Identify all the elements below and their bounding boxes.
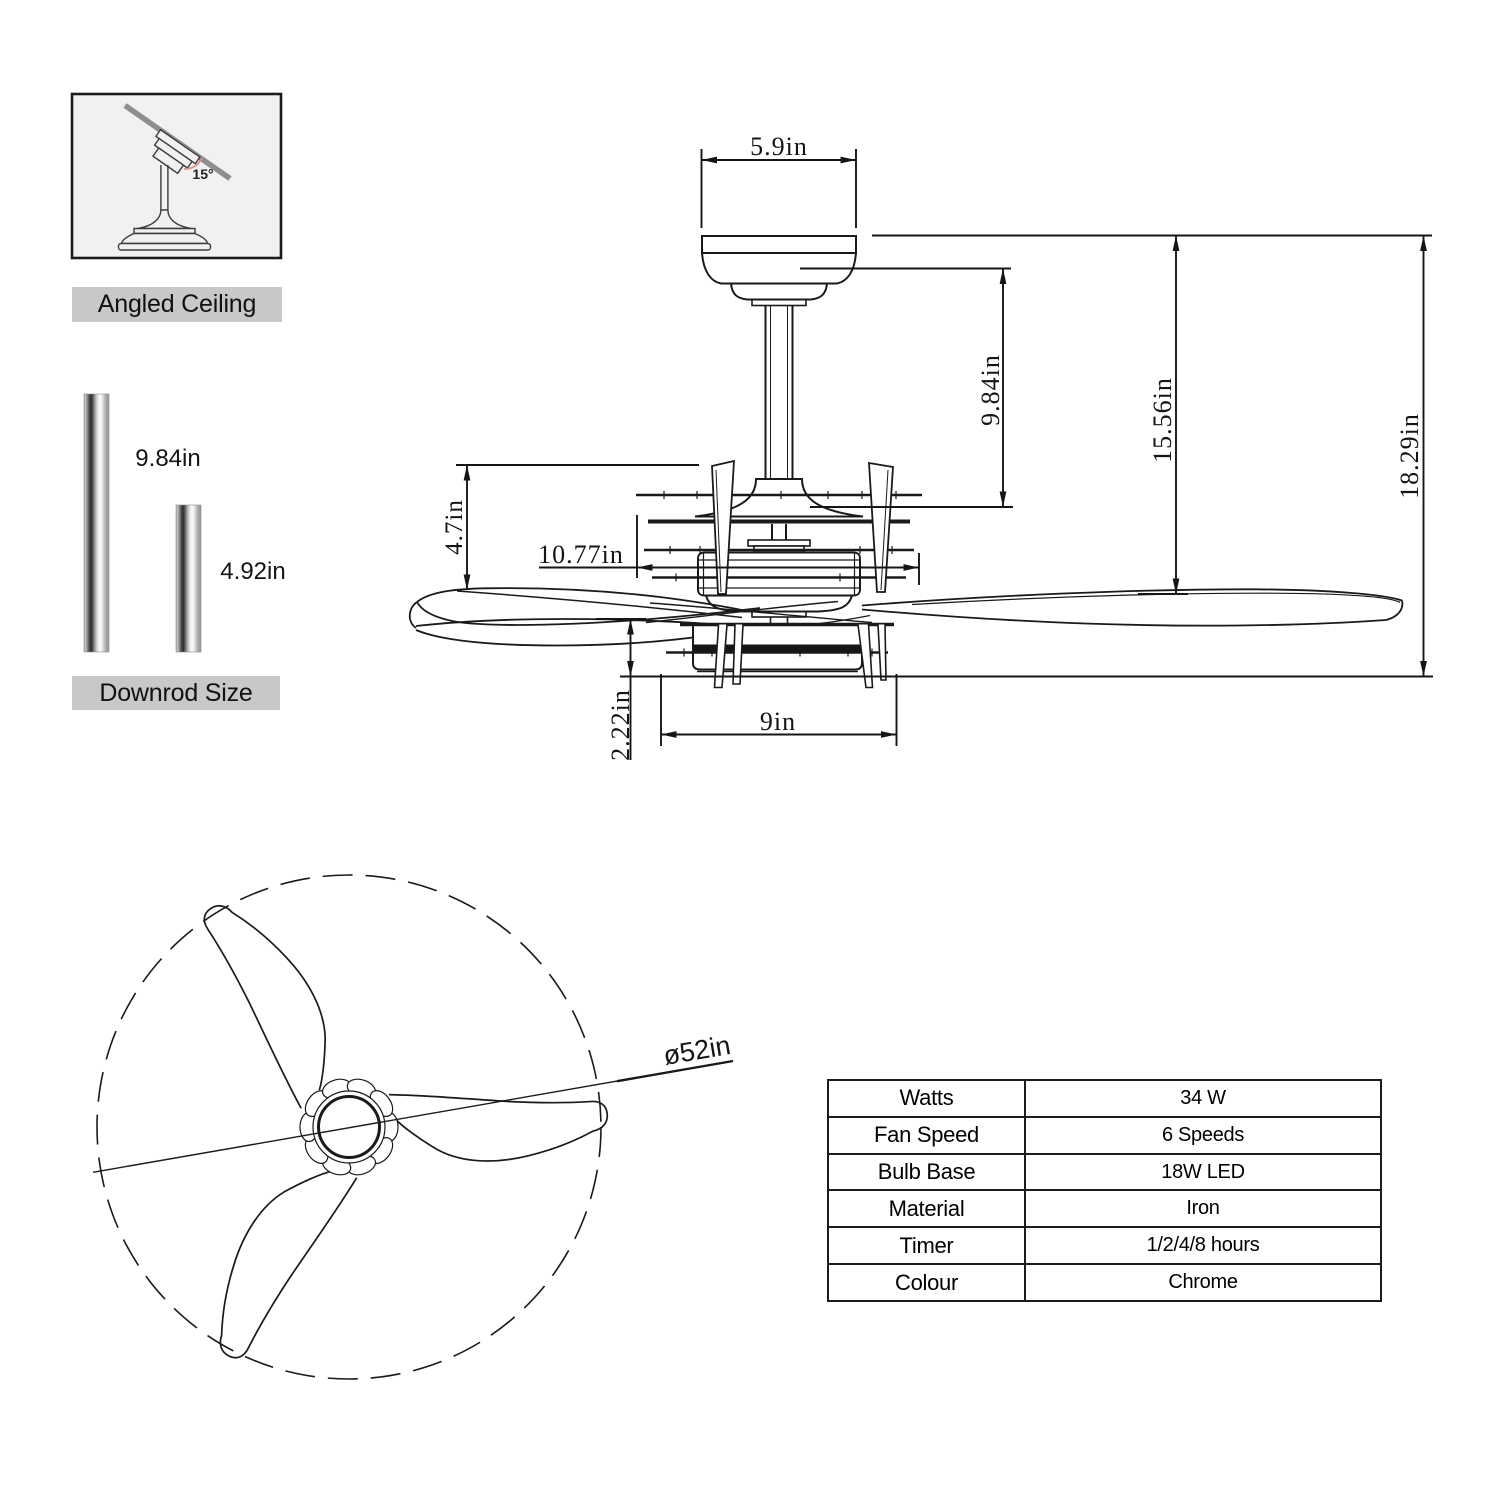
downrod-long — [83, 393, 110, 653]
downrod-caption: Downrod Size — [72, 676, 280, 710]
top-view-blades — [203, 904, 609, 1359]
spec-row-watts: Watts 34 W — [827, 1079, 1382, 1118]
top-view-drawing — [92, 874, 734, 1380]
spec-label: Colour — [827, 1263, 1026, 1302]
dimension-lines — [456, 149, 1433, 760]
spec-value: Iron — [1024, 1189, 1382, 1229]
downrod-short-label: 4.92in — [220, 558, 286, 585]
angled-ceiling-figure — [70, 92, 283, 260]
diameter-line — [92, 1079, 621, 1173]
downrod-short — [175, 504, 202, 653]
dim-ceiling-to-blade: 15.56in — [1148, 377, 1177, 463]
spec-value: Chrome — [1024, 1263, 1382, 1302]
dim-bracket-height: 4.7in — [441, 499, 468, 555]
spec-value: 34 W — [1024, 1079, 1382, 1118]
spec-row-colour: Colour Chrome — [827, 1263, 1382, 1302]
spec-value: 18W LED — [1024, 1152, 1382, 1192]
spec-row-material: Material Iron — [827, 1189, 1382, 1229]
downrod-caption-text: Downrod Size — [99, 678, 253, 707]
dim-blade-to-bottom: 2.22in — [606, 689, 635, 761]
spec-label: Timer — [827, 1226, 1026, 1266]
top-view-hub — [299, 1078, 399, 1176]
ceiling-mount-bracket — [152, 128, 201, 175]
spec-value: 6 Speeds — [1024, 1115, 1382, 1155]
spec-row-fan-speed: Fan Speed 6 Speeds — [827, 1115, 1382, 1155]
side-view-drawing — [408, 149, 1433, 760]
dim-light-width: 9in — [759, 707, 797, 736]
spec-row-bulb-base: Bulb Base 18W LED — [827, 1152, 1382, 1192]
spec-row-timer: Timer 1/2/4/8 hours — [827, 1226, 1382, 1266]
spec-value: 1/2/4/8 hours — [1024, 1226, 1382, 1266]
angle-arc — [183, 157, 203, 170]
dim-motor-width: 10.77in — [538, 540, 624, 569]
dim-canopy-width: 5.9in — [750, 132, 808, 161]
angle-label: 15° — [192, 166, 214, 182]
diameter-leader — [616, 1059, 734, 1083]
spec-table: Watts 34 W Fan Speed 6 Speeds Bulb Base … — [827, 1079, 1382, 1302]
dimension-arrows — [463, 156, 1427, 738]
downrod-figure — [83, 393, 202, 653]
spec-label: Watts — [827, 1079, 1026, 1118]
spec-label: Material — [827, 1189, 1026, 1229]
spec-label: Fan Speed — [827, 1115, 1026, 1155]
angled-ceiling-caption: Angled Ceiling — [72, 287, 282, 322]
dim-total-height: 18.29in — [1395, 413, 1424, 499]
spec-label: Bulb Base — [827, 1152, 1026, 1192]
angled-ceiling-caption-text: Angled Ceiling — [97, 290, 257, 318]
downrod-long-label: 9.84in — [135, 445, 201, 472]
dim-downrod-length: 9.84in — [976, 354, 1005, 426]
